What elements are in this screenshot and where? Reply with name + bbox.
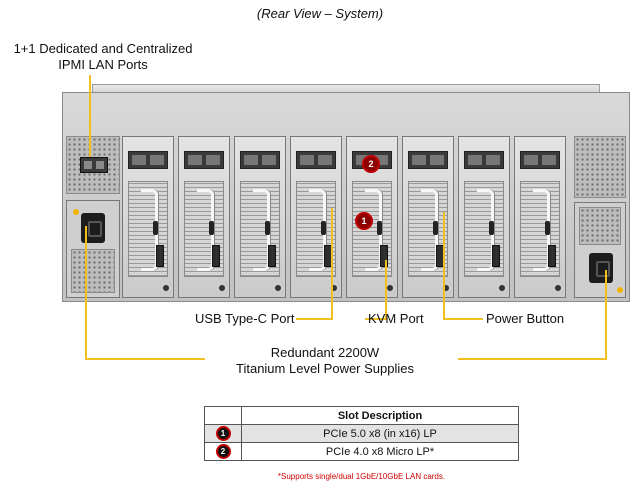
- right-psu: [574, 202, 626, 298]
- right-top-grille: [574, 136, 626, 198]
- node-kvm-port: [548, 245, 556, 267]
- node-power-button: [443, 285, 449, 291]
- table-row-marker: 1: [215, 426, 231, 441]
- node-lan-ports: [296, 151, 336, 169]
- node-kvm-port: [156, 245, 164, 267]
- node-lan-ports: [184, 151, 224, 169]
- node-usb-c-port: [433, 221, 438, 235]
- kvm-callout-line: [365, 260, 387, 320]
- node-usb-c-port: [321, 221, 326, 235]
- table-header-row: Slot Description: [204, 406, 519, 425]
- ipmi-label: 1+1 Dedicated and Centralized IPMI LAN P…: [8, 41, 198, 73]
- power-button-callout-line: [443, 212, 483, 320]
- compute-node: [234, 136, 286, 298]
- usb-c-label: USB Type-C Port: [195, 311, 295, 326]
- node-kvm-port: [268, 245, 276, 267]
- table-footnote: *Supports single/dual 1GbE/10GbE LAN car…: [277, 472, 446, 481]
- node-lan-ports: [408, 151, 448, 169]
- slot-description-table: Slot Description 1 PCIe 5.0 x8 (in x16) …: [204, 406, 519, 461]
- right-psu-led: [617, 287, 623, 293]
- usb-c-callout-line: [296, 208, 333, 320]
- node-power-button: [275, 285, 281, 291]
- compute-node: [346, 136, 398, 298]
- kvm-label: KVM Port: [368, 311, 424, 326]
- node-usb-c-port: [489, 221, 494, 235]
- compute-node: [290, 136, 342, 298]
- node-lan-ports: [520, 151, 560, 169]
- ipmi-label-line2: IPMI LAN Ports: [58, 57, 148, 72]
- node-power-button: [219, 285, 225, 291]
- power-button-label: Power Button: [486, 311, 565, 326]
- psu-right-callout-line: [458, 270, 607, 360]
- node-vent: [128, 181, 168, 277]
- left-psu-led: [73, 209, 79, 215]
- node-power-button: [499, 285, 505, 291]
- node-kvm-port: [492, 245, 500, 267]
- table-row-marker-cell: 1: [204, 424, 242, 443]
- node-vent: [520, 181, 560, 277]
- node-usb-c-port: [209, 221, 214, 235]
- node-kvm-port: [380, 245, 388, 267]
- psu-label-line1: Redundant 2200W: [270, 345, 380, 360]
- node-kvm-port: [212, 245, 220, 267]
- table-header: Slot Description: [241, 406, 519, 425]
- psu-label: Redundant 2200W Titanium Level Power Sup…: [210, 345, 440, 377]
- node-lan-ports: [464, 151, 504, 169]
- right-psu-fan-grille: [579, 207, 621, 245]
- slot-marker-2: 2: [362, 155, 380, 173]
- node-usb-c-port: [153, 221, 158, 235]
- node-usb-c-port: [545, 221, 550, 235]
- node-usb-c-port: [377, 221, 382, 235]
- node-power-button: [387, 285, 393, 291]
- ipmi-label-line1: 1+1 Dedicated and Centralized: [13, 41, 193, 56]
- table-header-icon-cell: [204, 406, 242, 425]
- ipmi-lan-ports: [80, 157, 108, 173]
- compute-node: [402, 136, 454, 298]
- right-psu-power-inlet: [589, 253, 613, 283]
- compute-node: [458, 136, 510, 298]
- node-lan-ports: [240, 151, 280, 169]
- node-power-button: [163, 285, 169, 291]
- table-row-marker: 2: [215, 444, 231, 459]
- table-row-description: PCIe 4.0 x8 Micro LP*: [241, 442, 519, 461]
- compute-node: [178, 136, 230, 298]
- slot-marker-1: 1: [355, 212, 373, 230]
- node-lan-ports: [128, 151, 168, 169]
- view-caption: (Rear View – System): [256, 6, 384, 21]
- left-psu: [66, 200, 120, 298]
- table-row-marker-cell: 2: [204, 442, 242, 461]
- compute-node: [514, 136, 566, 298]
- psu-left-callout-line: [85, 226, 205, 360]
- node-power-button: [331, 285, 337, 291]
- node-usb-c-port: [265, 221, 270, 235]
- node-power-button: [555, 285, 561, 291]
- left-psu-fan-grille: [71, 249, 115, 293]
- psu-label-line2: Titanium Level Power Supplies: [236, 361, 414, 376]
- compute-node: [122, 136, 174, 298]
- table-row-description: PCIe 5.0 x8 (in x16) LP: [241, 424, 519, 443]
- table-row: 1 PCIe 5.0 x8 (in x16) LP: [204, 424, 519, 443]
- table-row: 2 PCIe 4.0 x8 Micro LP*: [204, 442, 519, 461]
